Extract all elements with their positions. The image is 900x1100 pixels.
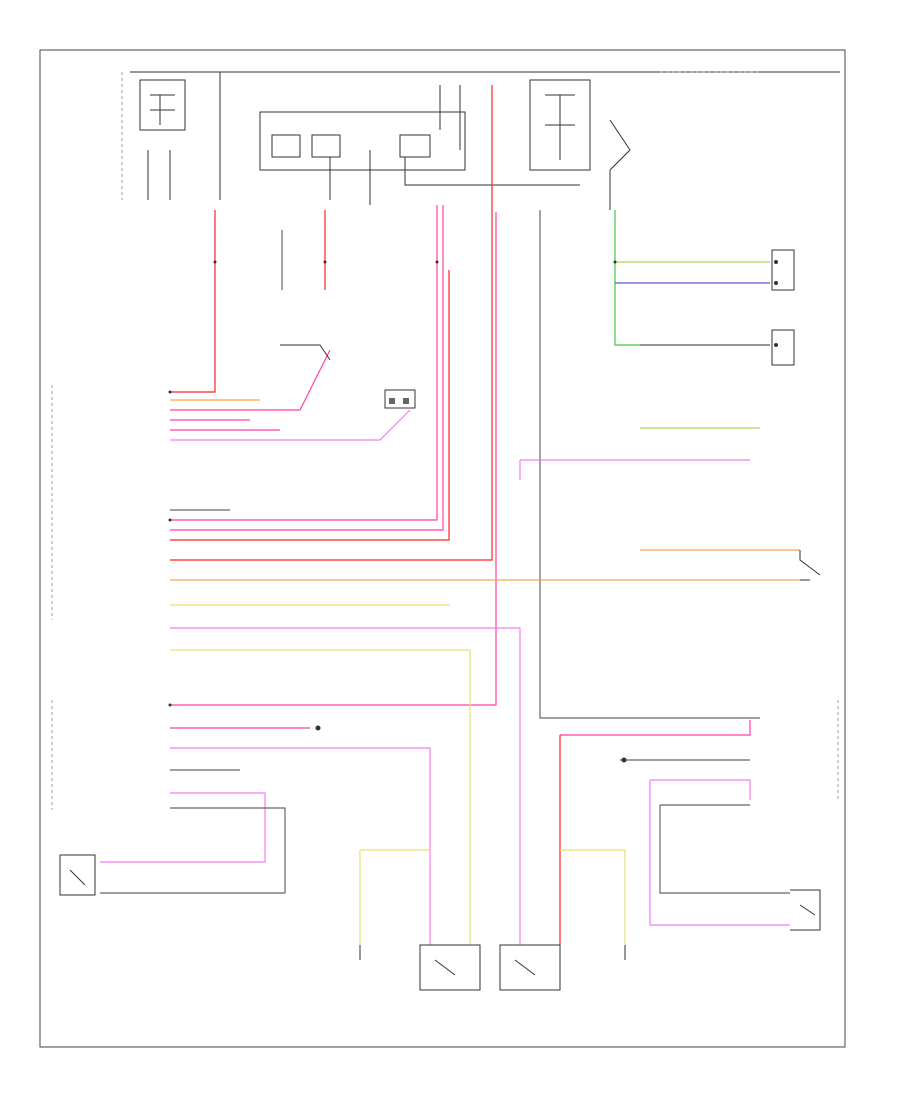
passenger-door-module [559,700,839,945]
courtesy-lamp-connector-lower [771,329,795,366]
fuse-panel-top-left [139,79,186,131]
power-distribution-top-center [259,111,466,171]
courtesy-lamp-connector-upper [771,249,795,291]
rear-door-switches [359,849,626,991]
fuse-panel-top-right [529,79,591,171]
door-ajar-switch-driver [59,854,96,896]
right-top-connectors [614,210,795,366]
main-vertical-wires [170,85,760,719]
body-control-module-left [51,344,416,620]
connector-dots [168,260,617,707]
diagram-frame [39,49,846,1048]
liftgate-ajar-switch [799,550,821,581]
door-ajar-switch-passenger [790,889,821,931]
lower-left-module [51,700,431,945]
top-power-bus [121,71,840,210]
instrument-cluster-module [384,389,416,409]
middle-module-wires [170,427,821,945]
